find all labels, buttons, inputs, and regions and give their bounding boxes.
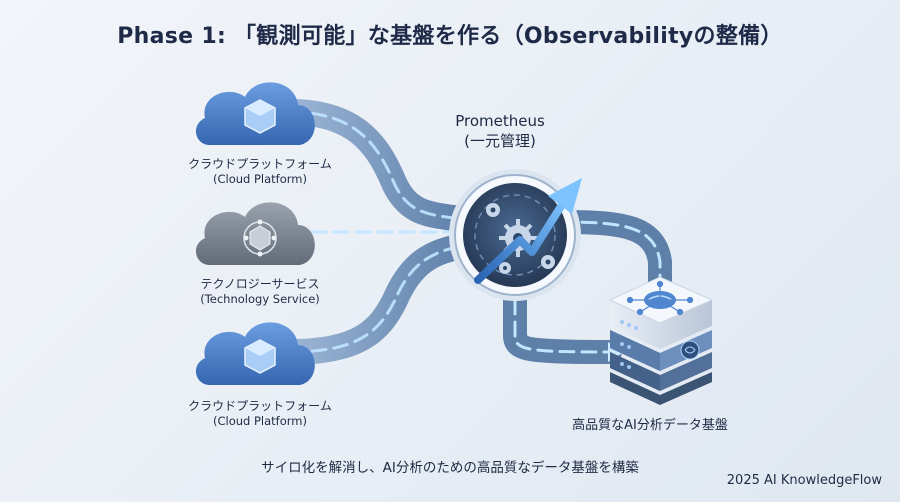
source-sub: (Cloud Platform) bbox=[213, 414, 307, 429]
tagline: サイロ化を解消し、AI分析のための高品質なデータ基盤を構築 bbox=[261, 460, 639, 476]
source-label-1: クラウドプラットフォーム (Cloud Platform) bbox=[175, 156, 345, 188]
ai-database-icon bbox=[608, 276, 714, 405]
source-name: クラウドプラットフォーム bbox=[188, 399, 332, 413]
source-label-2: テクノロジーサービス (Technology Service) bbox=[175, 276, 345, 308]
hub-label: Prometheus (一元管理) bbox=[430, 112, 570, 151]
source-pipes bbox=[277, 99, 483, 365]
destination-label: 高品質なAI分析データ基盤 bbox=[572, 418, 728, 433]
source-sub: (Technology Service) bbox=[200, 292, 320, 307]
page-title: Phase 1: 「観測可能」な基盤を作る（Observabilityの整備） bbox=[117, 24, 783, 49]
source-name: テクノロジーサービス bbox=[200, 277, 320, 291]
source-label-3: クラウドプラットフォーム (Cloud Platform) bbox=[175, 398, 345, 430]
brand-label: 2025 AI KnowledgeFlow bbox=[726, 473, 882, 488]
cloud-platform-icon bbox=[195, 82, 315, 145]
hub-name: Prometheus bbox=[455, 112, 545, 130]
output-pipes bbox=[503, 210, 672, 364]
hub-sub: (一元管理) bbox=[464, 131, 536, 150]
source-sub: (Cloud Platform) bbox=[213, 172, 307, 187]
cloud-platform-icon bbox=[195, 322, 315, 385]
technology-service-icon bbox=[195, 202, 315, 265]
source-name: クラウドプラットフォーム bbox=[188, 157, 332, 171]
prometheus-hub-icon bbox=[449, 169, 582, 301]
